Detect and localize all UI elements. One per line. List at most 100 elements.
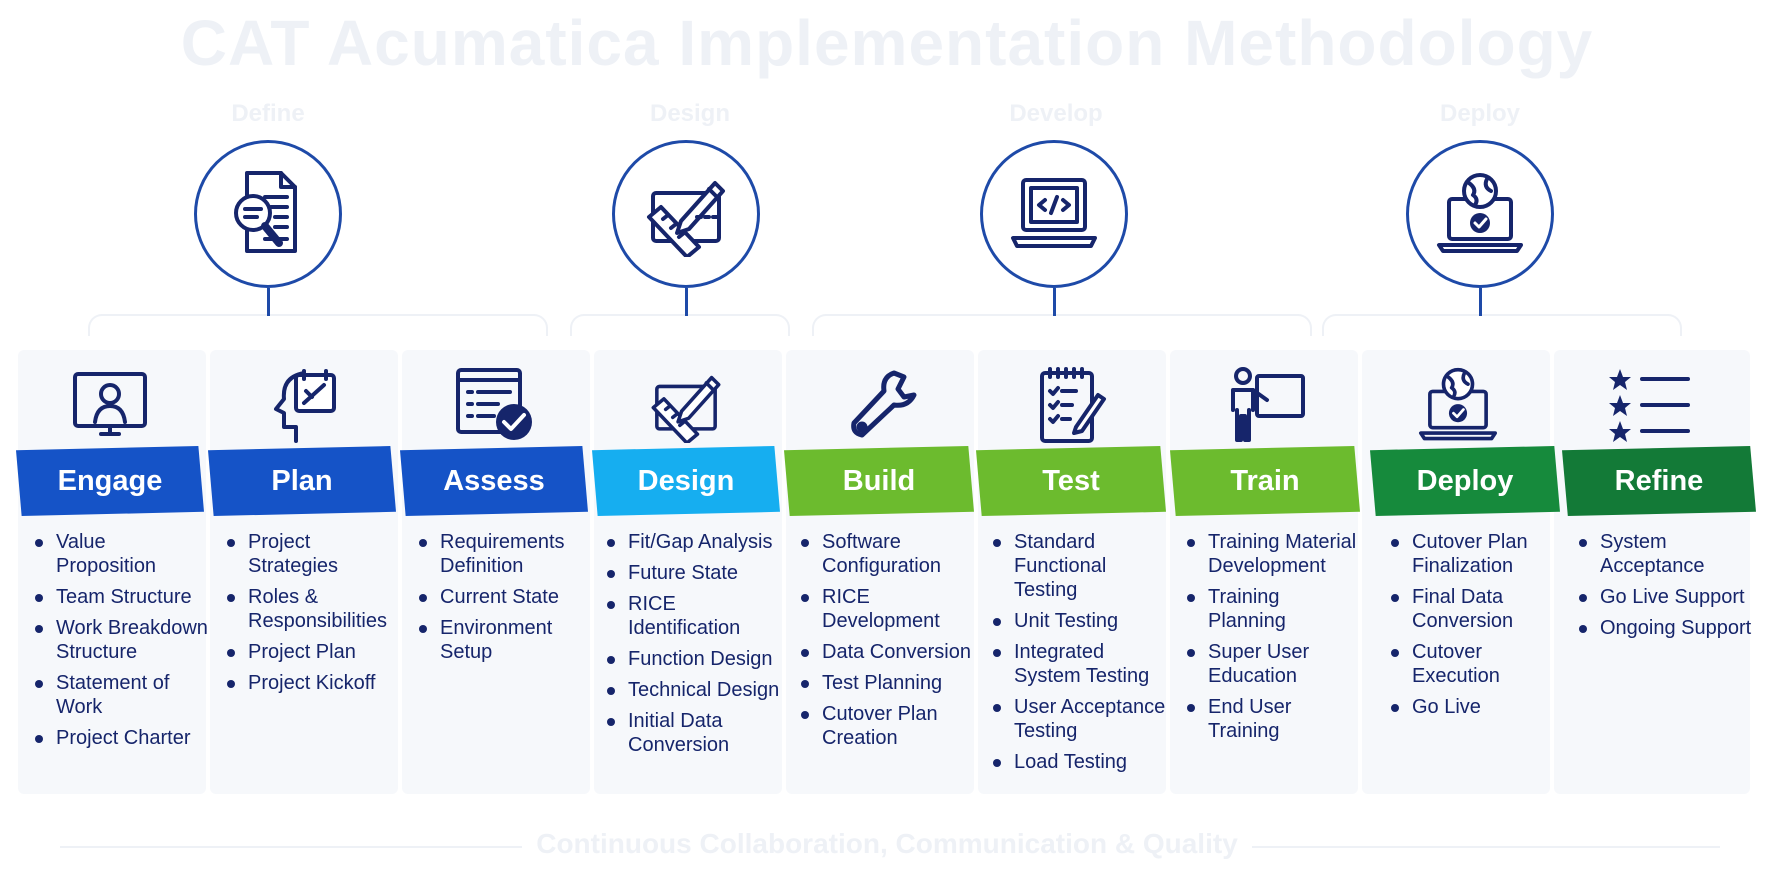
item-list-test: Standard Functional Testing Unit Testing… (988, 530, 1166, 781)
clipboard-checklist-icon (1040, 367, 1106, 443)
list-item: RICE Development (796, 585, 974, 633)
banner-test: Test (976, 446, 1166, 516)
phase-bracket-define (88, 314, 548, 336)
phase-connector (1479, 288, 1482, 316)
banner-assess: Assess (400, 446, 588, 516)
list-item: Fit/Gap Analysis (602, 530, 784, 554)
list-item: Function Design (602, 647, 784, 671)
laptop-code-icon (1011, 178, 1097, 248)
list-item: Training Material Development (1182, 530, 1358, 578)
list-item: Future State (602, 561, 784, 585)
phase-circle-design (612, 140, 760, 288)
list-item: Cutover Plan Creation (796, 702, 974, 750)
list-item: Cutover Execution (1386, 640, 1556, 688)
list-item: Software Configuration (796, 530, 974, 578)
ruler-pencil-icon (651, 375, 721, 443)
list-item: Go Live (1386, 695, 1556, 719)
banner-design: Design (592, 446, 780, 516)
list-item: Training Planning (1182, 585, 1358, 633)
trainer-board-icon (1231, 367, 1305, 442)
page-title: CAT Acumatica Implementation Methodology (180, 7, 1594, 79)
list-item: Work Breakdown Structure (30, 616, 208, 664)
item-list-design: Fit/Gap Analysis Future State RICE Ident… (602, 530, 784, 764)
footer-text: Continuous Collaboration, Communication … (522, 828, 1252, 859)
list-item: Requirements Definition (414, 530, 590, 578)
item-list-assess: Requirements Definition Current State En… (414, 530, 590, 671)
item-list-build: Software Configuration RICE Development … (796, 530, 974, 757)
list-item: Team Structure (30, 585, 208, 609)
step-icon-test (1022, 360, 1122, 450)
banner-train: Train (1170, 446, 1360, 516)
item-list-deploy: Cutover Plan Finalization Final Data Con… (1386, 530, 1556, 726)
wrench-icon (851, 370, 917, 438)
banner-deploy: Deploy (1370, 446, 1560, 516)
phase-bracket-deploy (1322, 314, 1682, 336)
list-item: Environment Setup (414, 616, 590, 664)
document-magnifier-icon (234, 171, 297, 253)
step-column-train (1170, 350, 1358, 794)
banner-build: Build (784, 446, 974, 516)
list-item: Statement of Work (30, 671, 208, 719)
item-list-engage: Value Proposition Team Structure Work Br… (30, 530, 208, 757)
step-icon-build (834, 360, 934, 450)
phase-label-develop: Develop (1009, 100, 1103, 127)
list-item: Super User Education (1182, 640, 1358, 688)
phase-label-define: Define (231, 100, 305, 127)
phase-label-design: Design (649, 100, 730, 127)
step-column-deploy (1362, 350, 1550, 794)
item-list-train: Training Material Development Training P… (1182, 530, 1358, 750)
list-item: RICE Identification (602, 592, 784, 640)
phase-connector (1053, 288, 1056, 316)
phase-connector (685, 288, 688, 316)
list-item: Technical Design (602, 678, 784, 702)
step-icon-plan (254, 360, 354, 450)
step-icon-assess (446, 360, 546, 450)
step-column-plan (210, 350, 398, 794)
banner-refine: Refine (1562, 446, 1756, 516)
phase-circle-deploy (1406, 140, 1554, 288)
monitor-user-icon (73, 372, 147, 436)
ruler-pencil-icon (647, 181, 725, 257)
step-icon-engage (60, 360, 160, 450)
list-item: Final Data Conversion (1386, 585, 1556, 633)
list-item: Ongoing Support (1574, 616, 1760, 640)
phase-connector (267, 288, 270, 316)
list-item: Data Conversion (796, 640, 974, 664)
list-item: Integrated System Testing (988, 640, 1166, 688)
list-item: Roles & Responsibilities (222, 585, 398, 633)
banner-plan: Plan (208, 446, 396, 516)
list-item: Project Strategies (222, 530, 398, 578)
list-item: Current State (414, 585, 590, 609)
step-column-test (978, 350, 1166, 794)
list-item: Go Live Support (1574, 585, 1760, 609)
head-planning-icon (274, 369, 336, 443)
phase-circle-define (194, 140, 342, 288)
step-icon-refine (1600, 360, 1700, 450)
checklist-approve-icon (456, 368, 532, 440)
phase-bracket-develop (812, 314, 1312, 336)
laptop-globe-check-icon (1437, 173, 1523, 253)
list-item: Value Proposition (30, 530, 208, 578)
item-list-refine: System Acceptance Go Live Support Ongoin… (1574, 530, 1760, 647)
banner-engage: Engage (16, 446, 204, 516)
step-column-build (786, 350, 974, 794)
list-item: Initial Data Conversion (602, 709, 784, 757)
phase-circle-develop (980, 140, 1128, 288)
footer-banner: Continuous Collaboration, Communication … (0, 828, 1774, 860)
list-item: Project Charter (30, 726, 208, 750)
step-icon-design (636, 360, 736, 450)
step-column-assess (402, 350, 590, 794)
laptop-globe-check-icon (1419, 367, 1497, 441)
step-icon-train (1218, 360, 1318, 450)
item-list-plan: Project Strategies Roles & Responsibilit… (222, 530, 398, 702)
list-item: User Acceptance Testing (988, 695, 1166, 743)
step-column-refine (1554, 350, 1750, 794)
list-item: Load Testing (988, 750, 1166, 774)
phase-bracket-design (570, 314, 790, 336)
phase-label-deploy: Deploy (1439, 100, 1520, 127)
list-item: System Acceptance (1574, 530, 1760, 578)
star-list-icon (1609, 369, 1690, 442)
list-item: Unit Testing (988, 609, 1166, 633)
list-item: Project Kickoff (222, 671, 398, 695)
list-item: Test Planning (796, 671, 974, 695)
